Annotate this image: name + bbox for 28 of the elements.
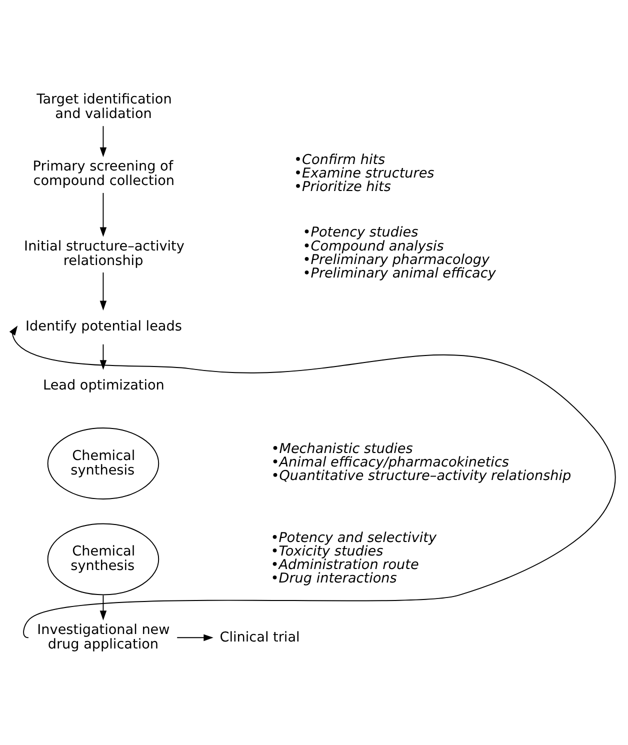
node-text: Primary screening of compound collection: [32, 158, 175, 190]
node-label: •Quantitative structure–activity relationship: [271, 468, 572, 484]
node-text: Lead optimization: [43, 378, 164, 394]
node-label: •Potency studies: [302, 224, 418, 241]
arrow: [9, 326, 616, 638]
arrow: [176, 634, 214, 642]
arrow: [100, 272, 107, 310]
node-text: Identify potential leads: [26, 318, 182, 334]
node-text: Target identification and validation: [36, 92, 172, 122]
node-label: •Prioritize hits: [294, 179, 391, 196]
node-label: •Animal efficacy/pharmacokinetics: [271, 454, 510, 471]
node-text: Clinical trial: [220, 629, 300, 646]
node-label: •Toxicity studies: [270, 544, 384, 560]
node-label: •Compound analysis: [302, 238, 444, 254]
node-text: Initial structure–activity relationship: [24, 238, 184, 269]
node-label: •Confirm hits: [294, 152, 386, 168]
arrow: [100, 344, 107, 370]
arrow: [100, 126, 107, 158]
node-label: •Drug interactions: [270, 570, 397, 587]
node-label: •Potency and selectivity: [270, 530, 436, 546]
node-label: •Examine structures: [294, 165, 434, 182]
arrow: [100, 594, 107, 620]
node-ellipse: Chemical synthesis: [47, 523, 160, 596]
arrow: [100, 192, 107, 237]
node-label: •Mechanistic studies: [271, 441, 413, 458]
node-text: Investigational new drug application: [37, 622, 170, 653]
node-label: •Administration route: [270, 557, 419, 574]
node-ellipse: Chemical synthesis: [47, 428, 160, 500]
